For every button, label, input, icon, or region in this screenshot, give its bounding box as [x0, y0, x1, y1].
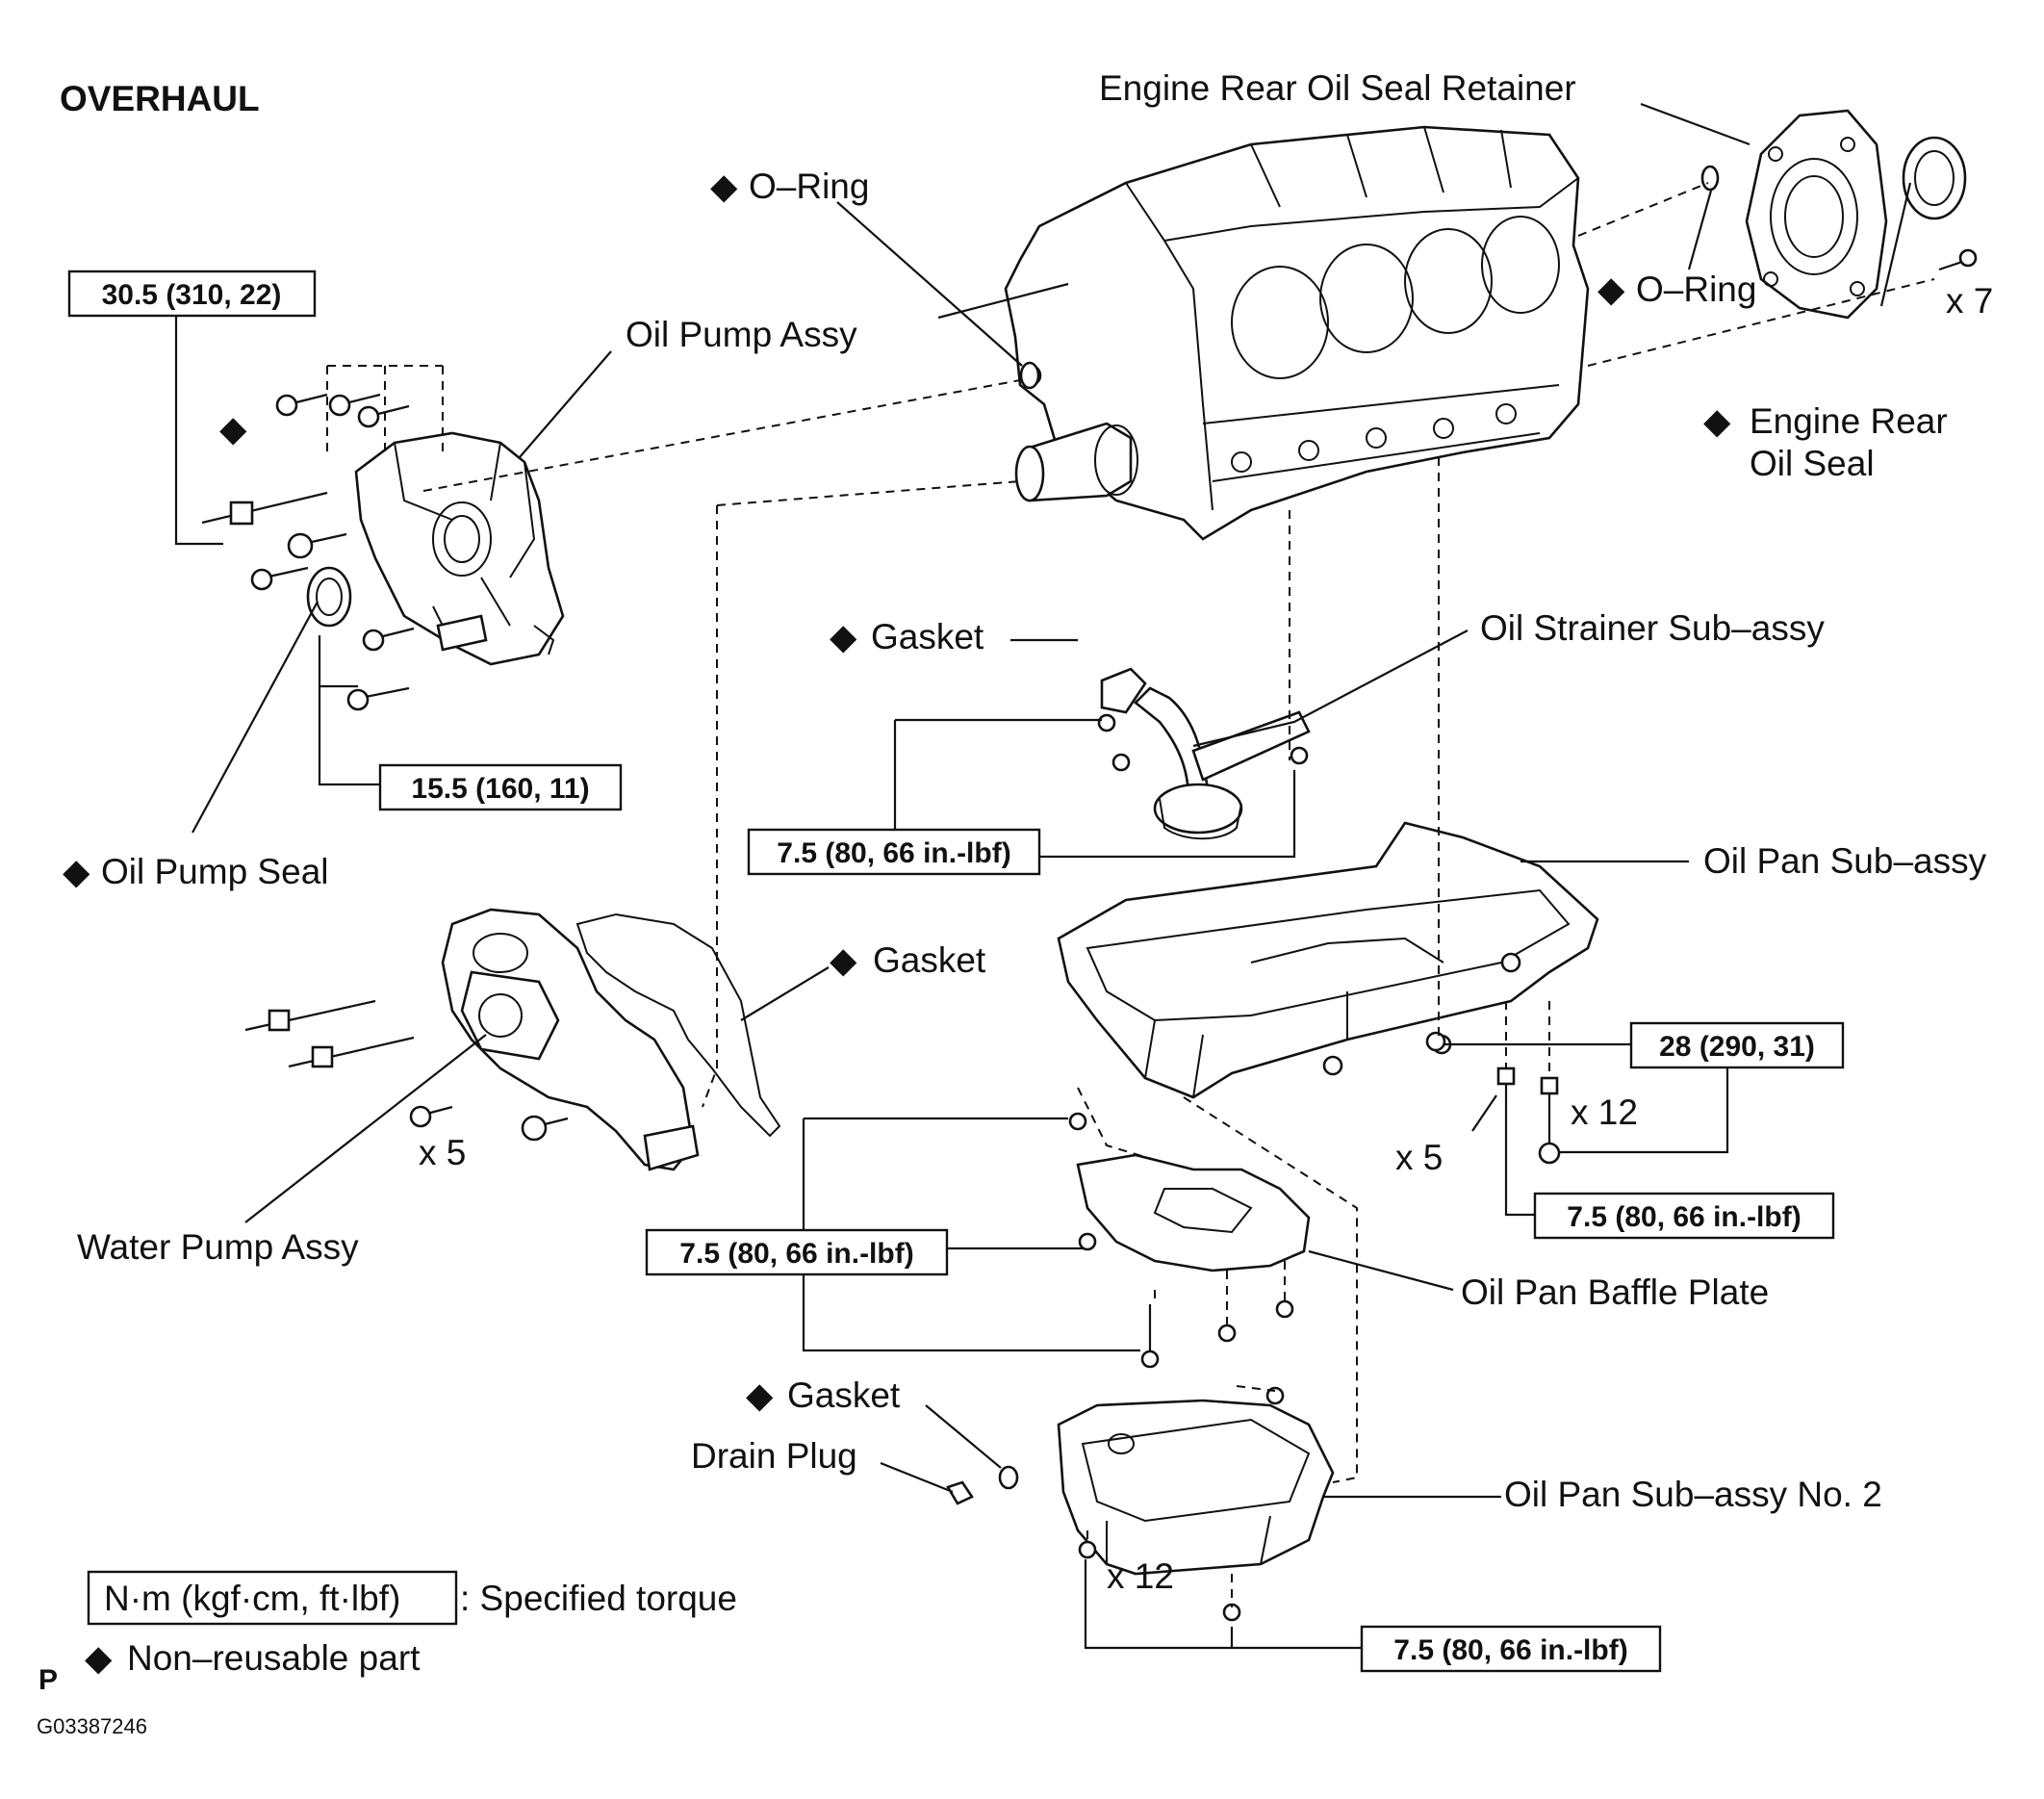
torque-box-oil-pan-no2: 7.5 (80, 66 in.-lbf) — [1360, 1625, 1662, 1673]
legend-nonreusable-text: Non–reusable part — [127, 1638, 421, 1678]
label-gasket-drain: Gasket — [787, 1375, 901, 1415]
oil-pan-drawing — [1057, 821, 1599, 1099]
torque-value: 15.5 (160, 11) — [411, 773, 589, 805]
qty-rear-bolts: x 7 — [1946, 281, 1993, 321]
label-drain-plug: Drain Plug — [691, 1436, 857, 1476]
nonreusable-diamond-icon: ◆ — [830, 617, 857, 656]
figure-code: G03387246 — [37, 1714, 147, 1738]
label-rear-oil-seal-retainer: Engine Rear Oil Seal Retainer — [1099, 68, 1576, 108]
torque-value: 30.5 (310, 22) — [102, 279, 282, 311]
engine-block-drawing — [937, 125, 1590, 541]
label-engine-rear-oil-seal-line1: Engine Rear — [1750, 401, 1948, 441]
oil-pump-seal-drawing — [306, 566, 352, 628]
torque-box-strainer: 7.5 (80, 66 in.-lbf) — [747, 828, 1041, 876]
rear-oil-seal-retainer-drawing — [1745, 109, 1888, 320]
legend: N·m (kgf·cm, ft·lbf) : Specified torque … — [85, 1570, 737, 1678]
label-o-ring-top: O–Ring — [749, 167, 869, 206]
oil-strainer-drawing — [1097, 667, 1311, 840]
oil-pump-drawing — [354, 431, 565, 666]
torque-box-oil-pump-lower: 15.5 (160, 11) — [378, 763, 623, 811]
o-ring-top-drawing — [1019, 361, 1040, 390]
legend-torque-units: N·m (kgf·cm, ft·lbf) — [104, 1579, 400, 1618]
nonreusable-diamond-icon: ◆ — [85, 1638, 113, 1678]
torque-value: 7.5 (80, 66 in.-lbf) — [777, 837, 1010, 869]
label-oil-pan-baffle-plate: Oil Pan Baffle Plate — [1461, 1272, 1769, 1312]
nonreusable-diamond-icon: ◆ — [710, 167, 738, 206]
label-oil-pump-assy: Oil Pump Assy — [626, 315, 857, 354]
torque-box-oil-pan-nuts: 28 (290, 31) — [1629, 1021, 1845, 1069]
drain-gasket-drawing — [998, 1465, 1019, 1490]
torque-value: 7.5 (80, 66 in.-lbf) — [1393, 1634, 1627, 1666]
torque-value: 7.5 (80, 66 in.-lbf) — [1567, 1201, 1801, 1233]
nonreusable-diamond-icon: ◆ — [63, 852, 90, 891]
label-oil-pan-sub-assy-no2: Oil Pan Sub–assy No. 2 — [1504, 1475, 1882, 1514]
legend-torque-box — [87, 1570, 458, 1626]
torque-value: 7.5 (80, 66 in.-lbf) — [679, 1238, 913, 1270]
o-ring-rear-drawing — [1700, 165, 1720, 192]
oil-pan-no2-drawing — [1057, 1386, 1335, 1622]
footer-corner-mark: P — [38, 1664, 58, 1696]
nonreusable-diamond-icon: ◆ — [1597, 270, 1625, 309]
label-gasket-strainer: Gasket — [871, 617, 984, 656]
oil-pan-baffle-plate-drawing — [1068, 1112, 1311, 1369]
label-oil-pump-seal: Oil Pump Seal — [101, 852, 329, 891]
qty-water-pump-bolts: x 5 — [419, 1133, 466, 1172]
label-gasket-water-pump: Gasket — [873, 940, 986, 980]
qty-oil-pan2-bolts: x 12 — [1107, 1556, 1174, 1596]
label-o-ring-right: O–Ring — [1636, 270, 1756, 309]
label-oil-pan-sub-assy: Oil Pan Sub–assy — [1703, 841, 1987, 881]
qty-oil-pan-bolts-12: x 12 — [1571, 1092, 1638, 1132]
water-pump-gasket-drawing — [575, 912, 781, 1138]
label-oil-strainer-sub-assy: Oil Strainer Sub–assy — [1480, 608, 1825, 648]
label-water-pump-assy: Water Pump Assy — [77, 1227, 359, 1267]
torque-box-oil-pan-bolts: 7.5 (80, 66 in.-lbf) — [1533, 1192, 1835, 1240]
torque-value: 28 (290, 31) — [1659, 1031, 1815, 1063]
nonreusable-diamond-icon: ◆ — [1703, 401, 1731, 441]
page-title: OVERHAUL — [60, 79, 260, 118]
rear-retainer-bolt-drawing — [1938, 248, 1978, 271]
nonreusable-diamond-icon: ◆ — [830, 940, 857, 980]
label-engine-rear-oil-seal-line2: Oil Seal — [1750, 444, 1875, 483]
torque-box-oil-pump-upper: 30.5 (310, 22) — [67, 270, 317, 318]
nonreusable-diamond-icon: ◆ — [219, 409, 247, 449]
water-pump-bolts-drawing — [244, 999, 569, 1142]
legend-torque-text: : Specified torque — [460, 1579, 737, 1618]
torque-box-baffle: 7.5 (80, 66 in.-lbf) — [645, 1228, 949, 1276]
nonreusable-diamond-icon: ◆ — [746, 1375, 774, 1415]
oil-pump-bolts-drawing — [201, 393, 415, 711]
oil-pan-bolts-drawing — [1425, 1031, 1561, 1165]
drain-plug-drawing — [946, 1480, 974, 1505]
qty-oil-pan-bolts-5: x 5 — [1395, 1138, 1443, 1177]
rear-oil-seal-drawing — [1902, 136, 1967, 220]
water-pump-drawing — [441, 908, 700, 1171]
